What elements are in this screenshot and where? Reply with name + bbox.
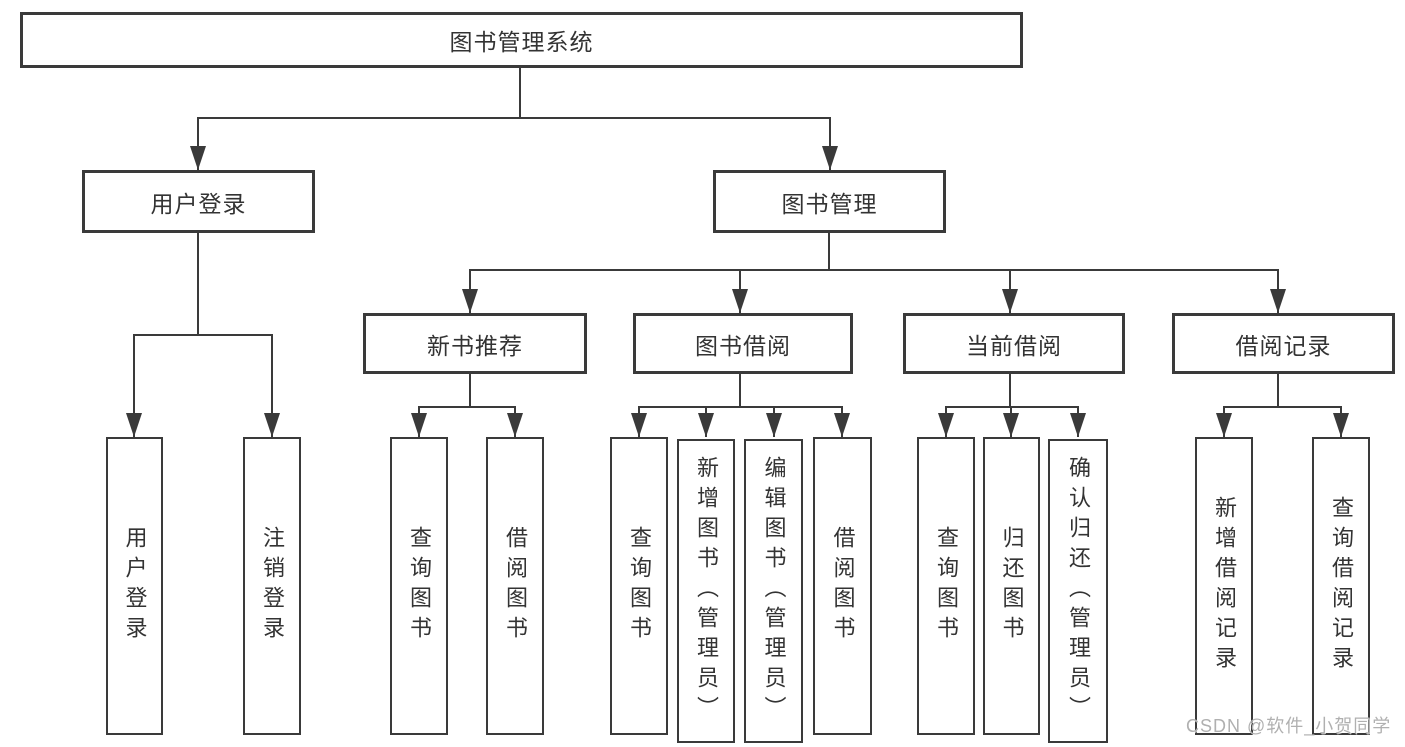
arrowhead-down-icon (462, 289, 478, 313)
arrowhead-down-icon (411, 413, 427, 437)
node-book-management: 图书管理 (713, 170, 946, 233)
leaf-confirm-return-admin: 确认归还（管理员） (1048, 439, 1108, 743)
connector-line (469, 269, 1279, 271)
node-label: 图书借阅 (695, 332, 791, 359)
leaf-query-borrow-record: 查询借阅记录 (1312, 437, 1370, 735)
connector-line (469, 371, 471, 407)
arrowhead-down-icon (732, 289, 748, 313)
connector-line (197, 117, 199, 170)
connector-line (945, 406, 1079, 408)
arrowhead-down-icon (631, 413, 647, 437)
leaf-add-books-admin: 新增图书（管理员） (677, 439, 735, 743)
connector-line (739, 371, 741, 407)
csdn-watermark: CSDN @软件_小贺同学 (1186, 716, 1392, 736)
node-label: 图书管理 (781, 190, 878, 217)
arrowhead-down-icon (126, 413, 142, 437)
connector-line (197, 230, 199, 335)
connector-line (197, 117, 831, 119)
connector-line (1009, 371, 1011, 407)
connector-line (418, 406, 516, 408)
node-user-login: 用户登录 (82, 170, 315, 233)
arrowhead-down-icon (190, 146, 206, 170)
node-label: 用户登录 (150, 190, 247, 217)
node-book-management-system: 图书管理系统 (20, 12, 1023, 68)
node-new-book-recommend: 新书推荐 (363, 313, 587, 374)
connector-line (828, 230, 830, 271)
arrowhead-down-icon (1333, 413, 1349, 437)
connector-line (271, 334, 273, 437)
node-label: 注销登录 (260, 526, 285, 646)
node-label: 查询图书 (407, 526, 432, 646)
connector-line (1277, 371, 1279, 407)
node-label: 查询借阅记录 (1329, 496, 1354, 676)
leaf-borrow-books-2: 借阅图书 (813, 437, 872, 735)
arrowhead-down-icon (834, 413, 850, 437)
node-label: 新书推荐 (427, 332, 523, 359)
node-borrowing-records: 借阅记录 (1172, 313, 1395, 374)
node-label: 用户登录 (122, 526, 148, 646)
arrowhead-down-icon (507, 413, 523, 437)
leaf-query-books-2: 查询图书 (610, 437, 668, 735)
leaf-add-borrow-record: 新增借阅记录 (1195, 437, 1253, 735)
node-label: 确认归还（管理员） (1066, 456, 1091, 726)
node-label: 编辑图书（管理员） (761, 456, 787, 726)
node-book-borrowing: 图书借阅 (633, 313, 853, 374)
connector-line (638, 406, 843, 408)
leaf-query-books-1: 查询图书 (390, 437, 448, 735)
connector-line (519, 67, 521, 118)
node-label: 查询图书 (627, 526, 652, 646)
node-label: 借阅记录 (1235, 332, 1332, 359)
arrowhead-down-icon (264, 413, 280, 437)
node-label: 借阅图书 (830, 526, 856, 646)
node-label: 查询图书 (934, 526, 959, 646)
node-current-borrowing: 当前借阅 (903, 313, 1125, 374)
node-label: 图书管理系统 (449, 29, 594, 55)
node-label: 当前借阅 (966, 332, 1062, 359)
arrowhead-down-icon (822, 146, 838, 170)
arrowhead-down-icon (1070, 413, 1086, 437)
connector-line (829, 117, 831, 170)
node-label: 归还图书 (999, 526, 1025, 646)
node-label: 借阅图书 (503, 526, 528, 646)
leaf-return-books: 归还图书 (983, 437, 1040, 735)
arrowhead-down-icon (766, 413, 782, 437)
leaf-logout: 注销登录 (243, 437, 301, 735)
connector-line (1223, 406, 1342, 408)
arrowhead-down-icon (1270, 289, 1286, 313)
leaf-borrow-books-1: 借阅图书 (486, 437, 544, 735)
arrowhead-down-icon (938, 413, 954, 437)
arrowhead-down-icon (1216, 413, 1232, 437)
connector-line (133, 334, 135, 437)
arrowhead-down-icon (1002, 289, 1018, 313)
connector-line (133, 334, 273, 336)
node-label: 新增图书（管理员） (694, 456, 719, 726)
arrowhead-down-icon (698, 413, 714, 437)
node-label: 新增借阅记录 (1212, 496, 1237, 676)
arrowhead-down-icon (1003, 413, 1019, 437)
leaf-query-books-3: 查询图书 (917, 437, 975, 735)
leaf-edit-books-admin: 编辑图书（管理员） (744, 439, 803, 743)
leaf-user-login: 用户登录 (106, 437, 163, 735)
